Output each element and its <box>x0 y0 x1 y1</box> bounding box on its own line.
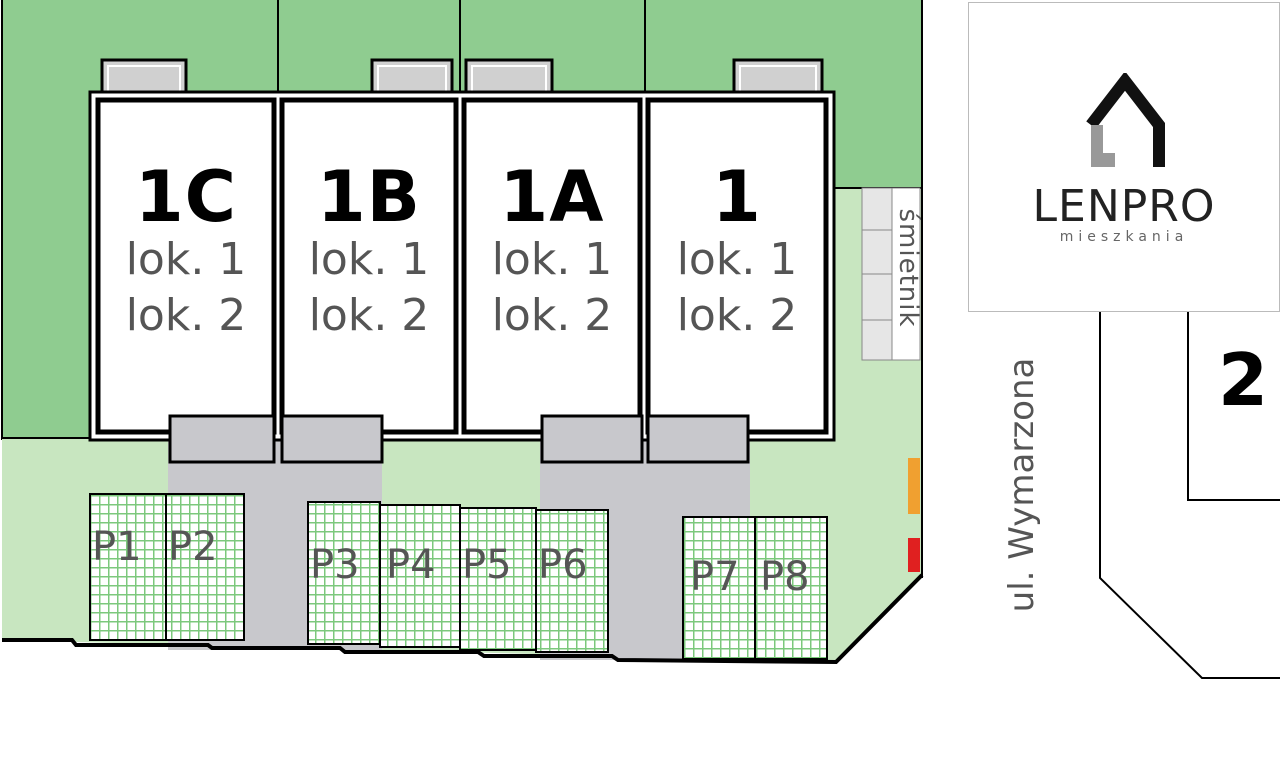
parking-p5[interactable] <box>459 507 537 651</box>
building-1[interactable] <box>645 97 829 435</box>
parking-label-p5: P5 <box>462 542 512 588</box>
building-label-1c: 1C lok. 1 lok. 2 <box>98 162 274 344</box>
bin-red <box>908 538 920 572</box>
house-icon <box>1086 73 1165 167</box>
neighbor-building-number: 2 <box>1218 338 1269 422</box>
bin-orange <box>908 458 920 514</box>
unit-label: lok. 2 <box>676 290 798 341</box>
parking-label-p6: P6 <box>538 542 588 588</box>
building-name: 1B <box>316 156 422 238</box>
unit-label: lok. 1 <box>308 234 430 285</box>
unit-label: lok. 2 <box>125 290 247 341</box>
building-label-1b: 1B lok. 1 lok. 2 <box>282 162 456 344</box>
parking-p2[interactable] <box>165 493 245 641</box>
parking-label-p1: P1 <box>92 524 142 570</box>
logo-subtitle: mieszkania <box>1059 229 1189 245</box>
parking-p3[interactable] <box>307 501 381 645</box>
building-name: 1C <box>134 156 238 238</box>
building-label-1a: 1A lok. 1 lok. 2 <box>464 162 640 344</box>
parking-p6[interactable] <box>535 509 609 653</box>
parking-label-p4: P4 <box>386 542 436 588</box>
bin-shelter <box>861 187 921 361</box>
unit-label: lok. 2 <box>491 290 613 341</box>
logo-name: LENPRO <box>1032 181 1216 232</box>
building-label-1: 1 lok. 1 lok. 2 <box>648 162 826 344</box>
parking-p7[interactable] <box>682 516 756 660</box>
unit-label: lok. 1 <box>491 234 613 285</box>
building-1c[interactable] <box>95 97 277 435</box>
logo: LENPRO mieszkania <box>968 2 1280 312</box>
parking-label-p2: P2 <box>168 524 218 570</box>
building-1b[interactable] <box>279 97 459 435</box>
parking-label-p8: P8 <box>760 554 810 600</box>
bins-label: śmietnik <box>893 208 923 328</box>
parking-p1[interactable] <box>89 493 167 641</box>
parking-p8[interactable] <box>754 516 828 660</box>
parking-label-p7: P7 <box>690 554 740 600</box>
parking-label-p3: P3 <box>310 542 360 588</box>
unit-label: lok. 2 <box>308 290 430 341</box>
unit-label: lok. 1 <box>676 234 798 285</box>
building-name: 1A <box>499 156 605 238</box>
street-label: ul. Wymarzona <box>1002 357 1042 613</box>
parking-p4[interactable] <box>379 504 461 648</box>
building-name: 1 <box>712 156 762 238</box>
unit-label: lok. 1 <box>125 234 247 285</box>
